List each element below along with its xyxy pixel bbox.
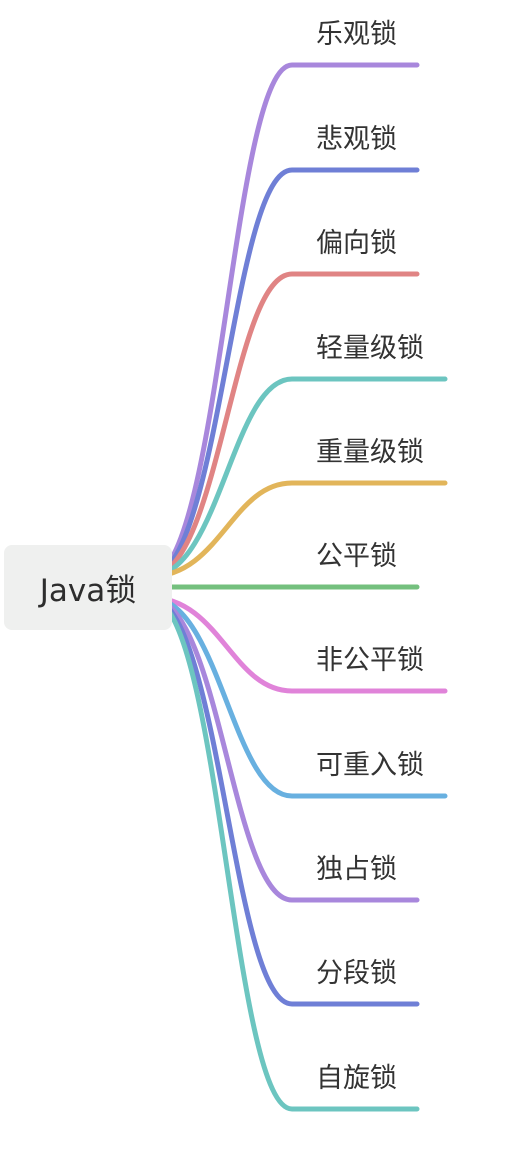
- branch-connector: [147, 167, 420, 579]
- branch-connector: [147, 376, 448, 579]
- branch-connector: [147, 595, 420, 903]
- branch-node[interactable]: 可重入锁: [316, 750, 424, 781]
- branch-node[interactable]: 独占锁: [316, 854, 397, 885]
- branch-node[interactable]: 公平锁: [316, 541, 397, 572]
- branch-node[interactable]: 重量级锁: [316, 437, 424, 468]
- branch-node[interactable]: 悲观锁: [316, 124, 397, 155]
- branch-connector: [147, 271, 420, 579]
- branch-connector: [147, 595, 448, 799]
- branch-connector: [147, 62, 420, 579]
- root-node[interactable]: Java锁: [4, 545, 172, 630]
- branch-node[interactable]: 轻量级锁: [316, 333, 424, 364]
- branch-node[interactable]: 偏向锁: [316, 228, 397, 259]
- branch-connector: [147, 480, 448, 579]
- branch-connector: [147, 595, 448, 694]
- root-label: Java锁: [39, 573, 137, 609]
- branch-node[interactable]: 分段锁: [316, 958, 397, 989]
- branch-node[interactable]: 乐观锁: [316, 19, 397, 50]
- branch-connector: [147, 595, 420, 1112]
- branch-node[interactable]: 非公平锁: [316, 645, 424, 676]
- branch-node[interactable]: 自旋锁: [316, 1063, 397, 1094]
